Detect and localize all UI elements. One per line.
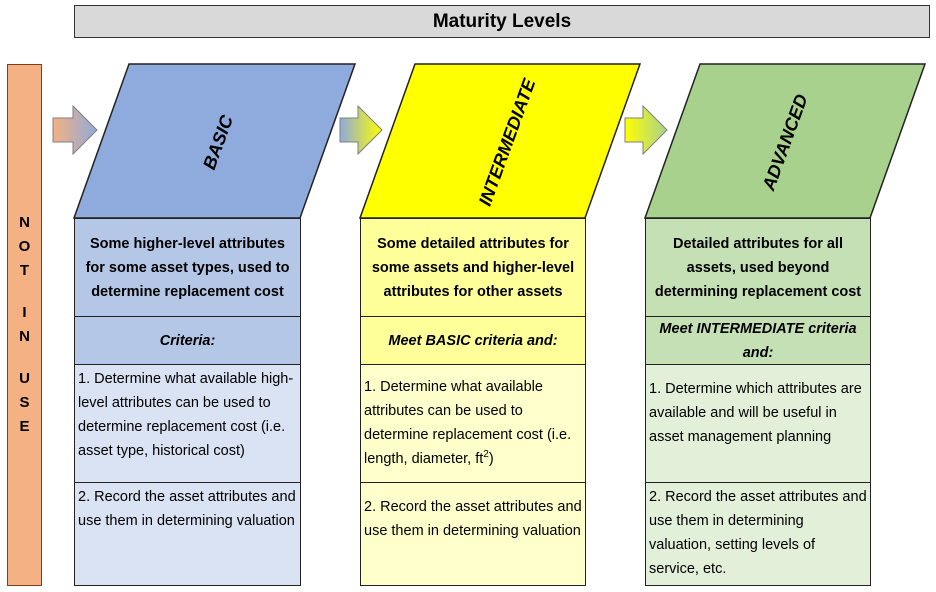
intermediate-step-1-text: 1. Determine what available attributes c… <box>364 379 572 467</box>
superscript: 2 <box>483 449 489 461</box>
basic-step-1: 1. Determine what available high-level a… <box>75 364 300 482</box>
not-in-use-letter: T <box>19 262 30 279</box>
intermediate-step-2: 2. Record the asset attributes and use t… <box>361 482 585 585</box>
intermediate-criteria: Meet BASIC criteria and: <box>361 316 585 364</box>
not-in-use-letter: N <box>19 214 30 231</box>
advanced-step-2: 2. Record the asset attributes and use t… <box>646 482 870 585</box>
advanced-description: Detailed attributes for all assets, used… <box>646 218 870 316</box>
intermediate-step-1-end: ) <box>488 451 494 467</box>
not-in-use-letter: S <box>19 394 30 411</box>
not-in-use-bar: N O T I N U S E <box>7 64 42 586</box>
arrow-right-icon <box>624 104 668 156</box>
advanced-step-1: 1. Determine which attributes are availa… <box>646 364 870 482</box>
arrow-right-icon <box>339 104 383 156</box>
intermediate-column: Some detailed attributes for some assets… <box>360 218 586 586</box>
not-in-use-letter: U <box>19 370 30 387</box>
intermediate-description: Some detailed attributes for some assets… <box>361 218 585 316</box>
not-in-use-letter: N <box>19 328 30 345</box>
advanced-criteria: Meet INTERMEDIATE criteria and: <box>646 316 870 364</box>
advanced-column: Detailed attributes for all assets, used… <box>645 218 871 586</box>
basic-column: Some higher-level attributes for some as… <box>74 218 301 586</box>
maturity-levels-title: Maturity Levels <box>74 5 930 38</box>
not-in-use-letter: O <box>18 238 31 255</box>
not-in-use-letter: I <box>22 304 27 321</box>
basic-criteria: Criteria: <box>75 316 300 364</box>
not-in-use-letter: E <box>19 418 30 435</box>
basic-description: Some higher-level attributes for some as… <box>75 218 300 316</box>
basic-step-2: 2. Record the asset attributes and use t… <box>75 482 300 585</box>
intermediate-step-1: 1. Determine what available attributes c… <box>361 364 585 482</box>
arrow-right-icon <box>52 104 98 156</box>
